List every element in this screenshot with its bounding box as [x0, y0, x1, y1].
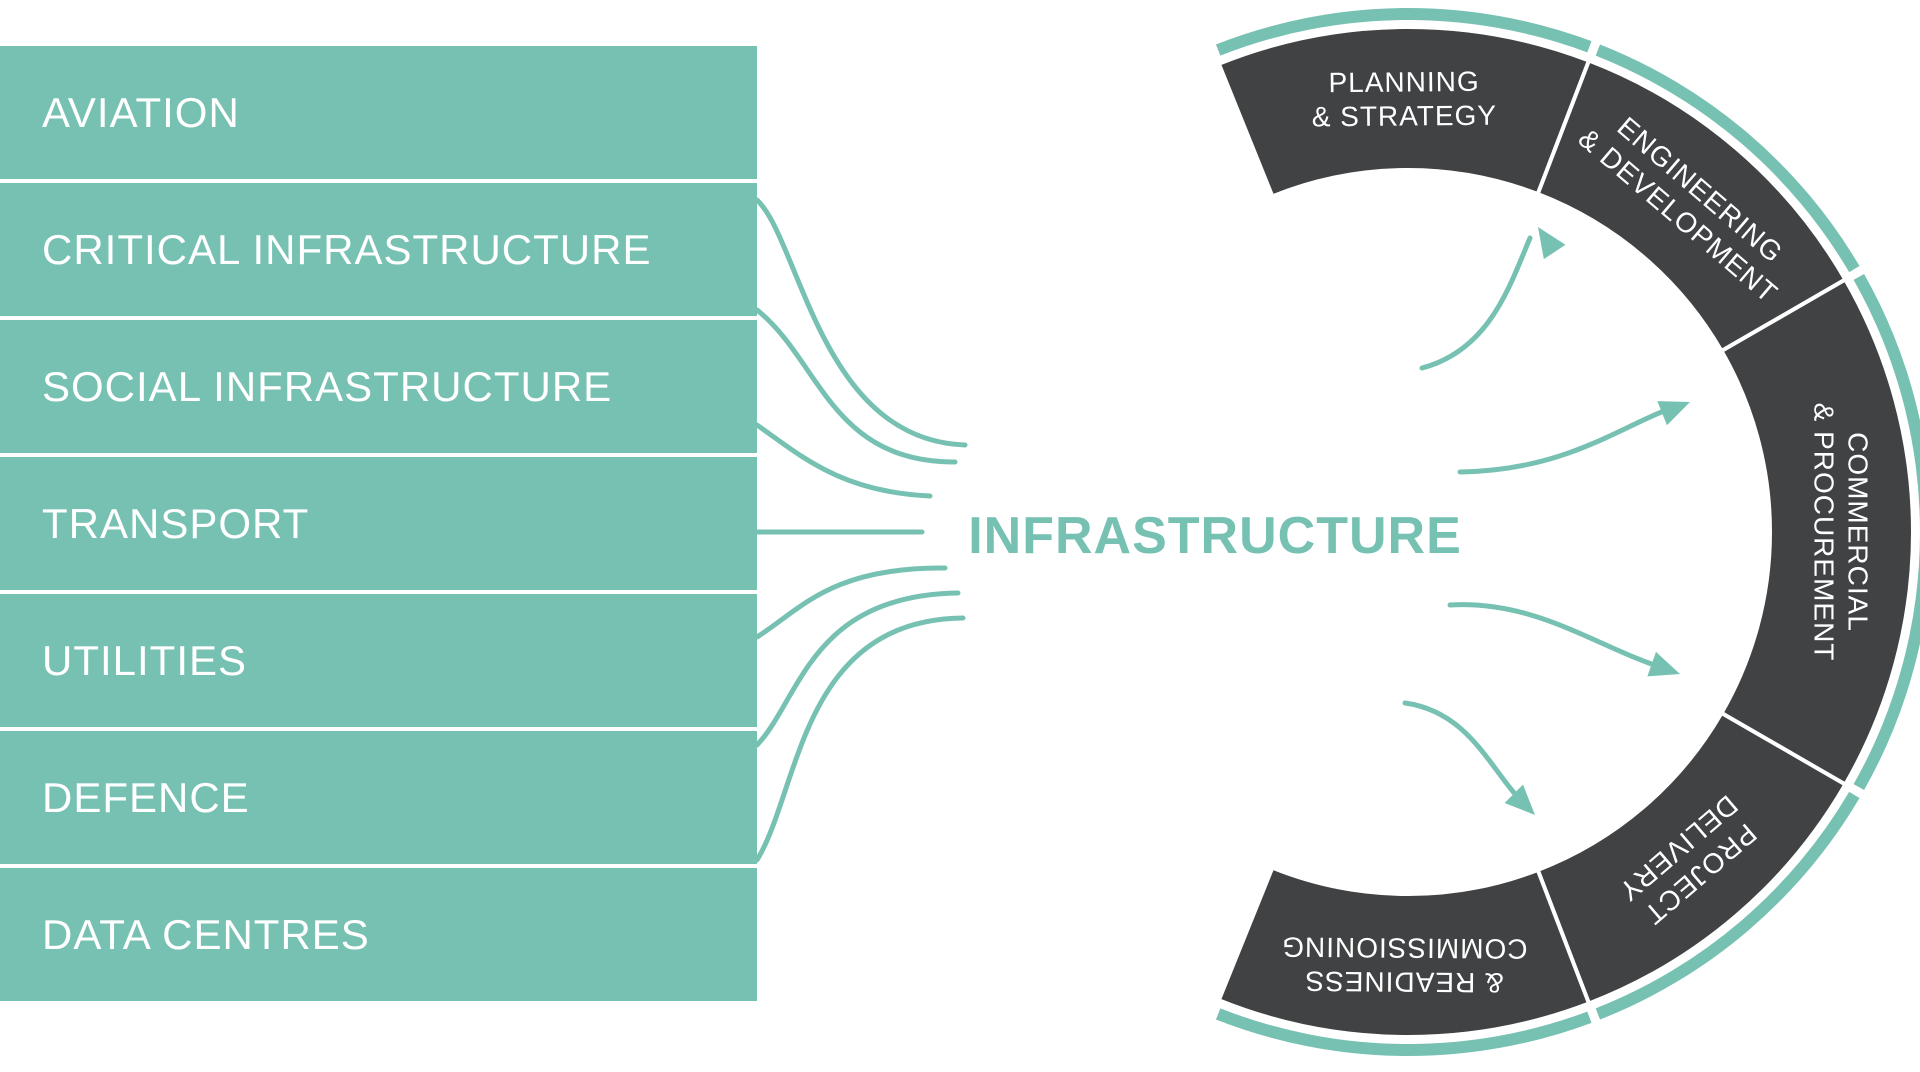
sector-label: TRANSPORT — [42, 499, 310, 547]
sector-critical-infrastructure: CRITICAL INFRASTRUCTURE — [0, 183, 757, 316]
stage-label-planning-strategy: PLANNING& STRATEGY — [1312, 66, 1498, 133]
sector-label: CRITICAL INFRASTRUCTURE — [42, 225, 652, 273]
sector-social-infrastructure: SOCIAL INFRASTRUCTURE — [0, 320, 757, 453]
sector-list: AVIATION CRITICAL INFRASTRUCTURE SOCIAL … — [0, 46, 757, 1005]
stage-arrows — [1402, 227, 1690, 815]
arrowhead — [1657, 401, 1690, 426]
connector-line — [754, 615, 966, 863]
sector-transport: TRANSPORT — [0, 457, 757, 590]
stage-label-line: COMMERCIAL — [1843, 432, 1874, 632]
sector-label: DATA CENTRES — [42, 910, 370, 958]
sector-label: AVIATION — [42, 88, 240, 136]
stage-band-readiness-commissioning — [1215, 1008, 1592, 1056]
connector-line — [754, 197, 968, 448]
stage-segment-commercial-procurement — [1718, 276, 1915, 788]
connector-line — [754, 590, 961, 748]
stage-band-planning-strategy — [1215, 8, 1592, 56]
stage-label-line: COMMISSIONING — [1281, 931, 1528, 964]
center-label: INFRASTRUCTURE — [968, 507, 1462, 565]
stage-label-line: & PROCUREMENT — [1809, 403, 1840, 662]
stage-label-line: & READINESS — [1304, 966, 1504, 999]
arrowhead — [1538, 227, 1566, 260]
sector-utilities: UTILITIES — [0, 594, 757, 727]
stage-arrow — [1402, 700, 1528, 808]
arrowhead — [1504, 784, 1535, 815]
sector-defence: DEFENCE — [0, 731, 757, 864]
sector-label: UTILITIES — [42, 636, 248, 684]
connector-line — [754, 565, 948, 640]
arrowhead — [1647, 651, 1680, 677]
stage-arrow — [1419, 235, 1533, 371]
stage-segment-readiness-commissioning — [1216, 865, 1592, 1039]
sector-data-centres: DATA CENTRES — [0, 868, 757, 1001]
sector-aviation: AVIATION — [0, 46, 757, 179]
sector-label: DEFENCE — [42, 773, 250, 821]
stage-arrow — [1447, 602, 1673, 673]
stage-label-line: & STRATEGY — [1312, 100, 1498, 133]
sector-label: SOCIAL INFRASTRUCTURE — [42, 362, 613, 410]
stage-label-line: PLANNING — [1328, 66, 1479, 98]
connector-line — [754, 307, 958, 465]
sector-connectors — [754, 197, 968, 863]
connector-line — [754, 422, 933, 499]
stage-label-commercial-procurement: COMMERCIAL& PROCUREMENT — [1809, 403, 1874, 662]
stage-arrow — [1457, 402, 1683, 475]
